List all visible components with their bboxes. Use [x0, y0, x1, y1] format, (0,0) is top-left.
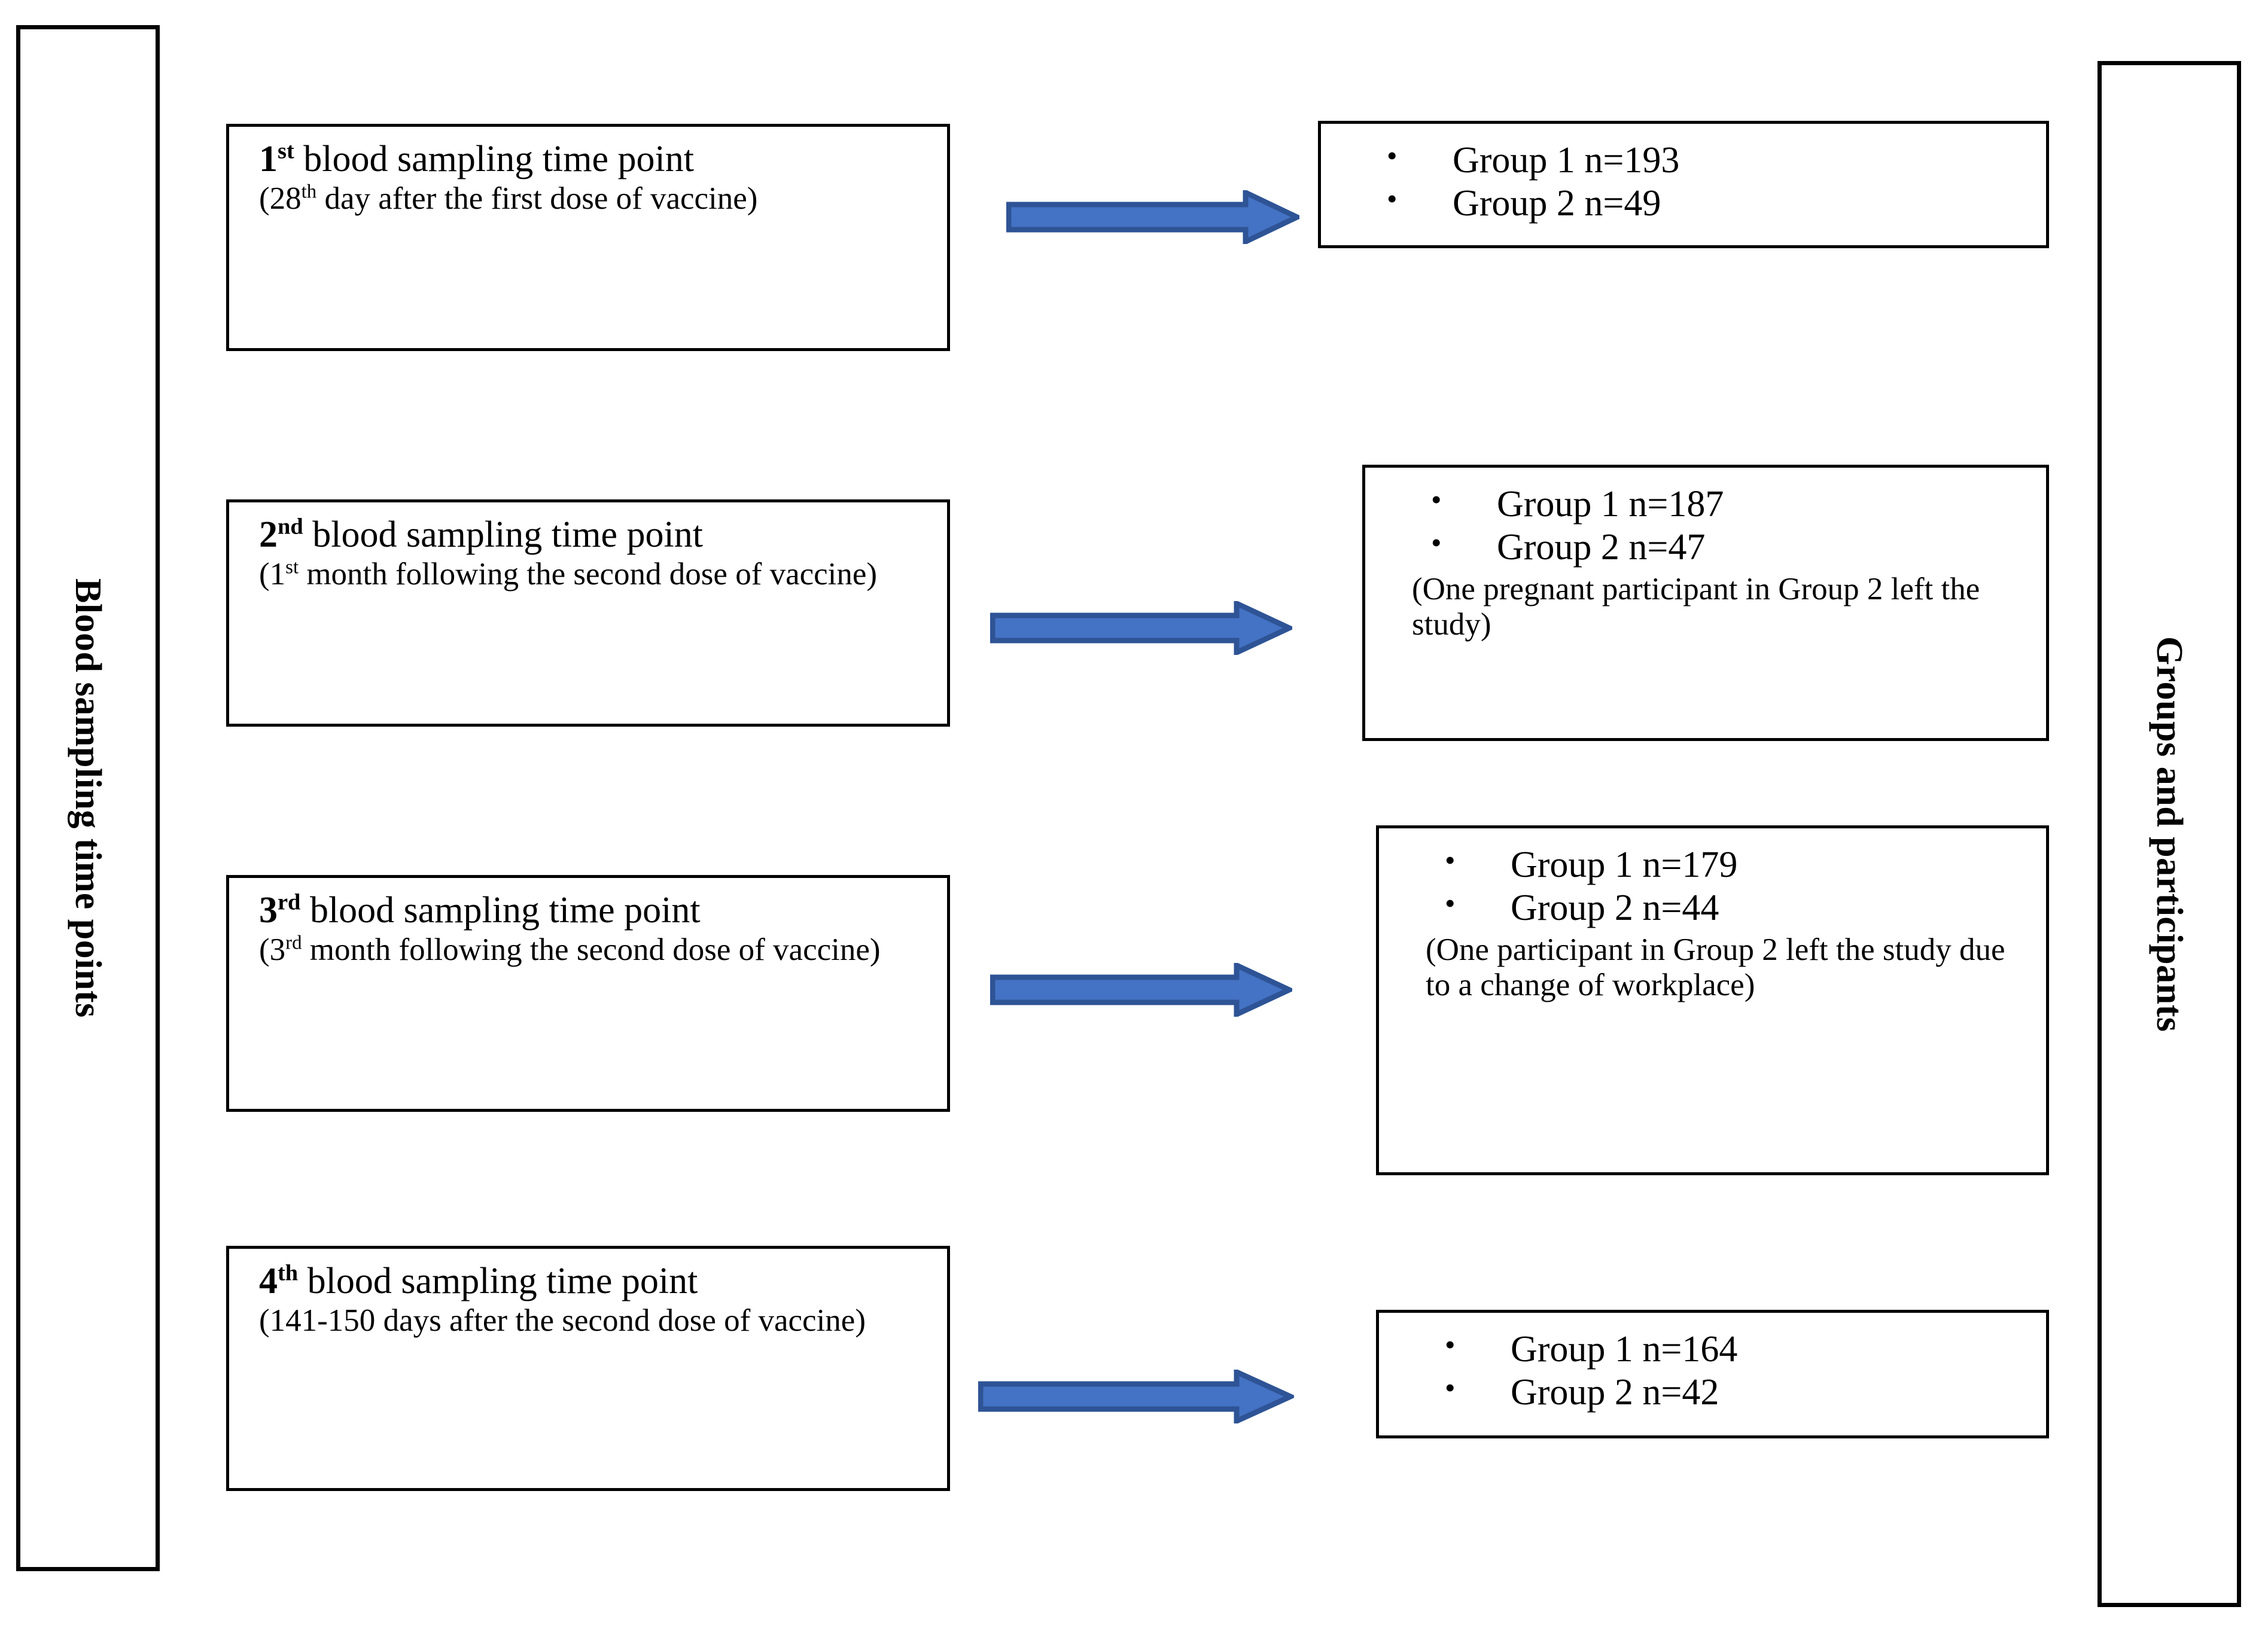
timepoint-title-rest-1: blood sampling time point [294, 139, 694, 179]
list-item: Group 1 n=164 [1391, 1327, 2034, 1371]
flow-arrow-3 [990, 963, 1292, 1017]
list-item: Group 2 n=49 [1333, 181, 2034, 225]
participants-list-1: Group 1 n=193 Group 2 n=49 [1333, 138, 2034, 225]
participants-box-2: Group 1 n=187 Group 2 n=47 (One pregnant… [1362, 465, 2049, 741]
side-label-left-text: Blood sampling time points [68, 578, 108, 1018]
right-block-arrow-icon [978, 1370, 1294, 1423]
timepoint-title-4: 4th blood sampling time point [259, 1260, 931, 1301]
timepoint-ordinal-suffix-4: th [278, 1260, 299, 1286]
participants-note-2: (One pregnant participant in Group 2 lef… [1412, 571, 1980, 642]
flow-arrow-4 [978, 1370, 1294, 1423]
timepoint-title-rest-2: blood sampling time point [303, 514, 703, 555]
timepoint-subtitle-2: (1st month following the second dose of … [259, 556, 878, 592]
timepoint-box-3: 3rd blood sampling time point (3rd month… [226, 875, 950, 1112]
participants-list-3: Group 1 n=179 Group 2 n=44 [1391, 843, 2034, 930]
list-item: Group 1 n=179 [1391, 843, 2034, 887]
timepoint-title-rest-4: blood sampling time point [298, 1261, 698, 1301]
list-item: Group 2 n=42 [1391, 1370, 2034, 1414]
timepoint-title-1: 1st blood sampling time point [259, 138, 931, 179]
timepoint-title-2: 2nd blood sampling time point [259, 514, 931, 555]
timepoint-box-1: 1st blood sampling time point (28th day … [226, 124, 950, 351]
timepoint-ordinal-suffix-3: rd [278, 889, 301, 915]
timepoint-ordinal-2: 2nd [259, 514, 303, 555]
list-item: Group 2 n=44 [1391, 886, 2034, 930]
participants-box-1: Group 1 n=193 Group 2 n=49 [1318, 121, 2049, 248]
timepoint-subtitle-1: (28th day after the first dose of vaccin… [259, 181, 758, 217]
side-label-blood-sampling-time-points: Blood sampling time points [16, 25, 160, 1571]
participants-box-4: Group 1 n=164 Group 2 n=42 [1376, 1310, 2049, 1438]
list-item: Group 2 n=47 [1377, 525, 2034, 569]
list-item: Group 1 n=193 [1333, 138, 2034, 182]
timepoint-ordinal-3: 3rd [259, 889, 301, 931]
timepoint-subtitle-3: (3rd month following the second dose of … [259, 932, 881, 968]
timepoint-title-rest-3: blood sampling time point [300, 890, 701, 931]
right-block-arrow-icon [990, 963, 1292, 1017]
right-block-arrow-icon [990, 601, 1292, 655]
timepoint-title-3: 3rd blood sampling time point [259, 891, 931, 929]
right-block-arrow-icon [1006, 190, 1299, 244]
participants-list-4: Group 1 n=164 Group 2 n=42 [1391, 1327, 2034, 1414]
flow-arrow-2 [990, 601, 1292, 655]
timepoint-ordinal-suffix-1: st [278, 138, 294, 164]
participants-note-3: (One participant in Group 2 left the stu… [1426, 932, 2005, 1003]
timepoint-ordinal-4: 4th [259, 1260, 299, 1301]
timepoint-ordinal-1: 1st [259, 138, 294, 179]
participants-box-3: Group 1 n=179 Group 2 n=44 (One particip… [1376, 825, 2049, 1175]
side-label-groups-and-participants: Groups and participants [2097, 61, 2241, 1607]
list-item: Group 1 n=187 [1377, 482, 2034, 526]
flow-arrow-1 [1006, 190, 1299, 244]
participants-list-2: Group 1 n=187 Group 2 n=47 [1377, 482, 2034, 569]
timepoint-box-2: 2nd blood sampling time point (1st month… [226, 499, 950, 727]
timepoint-box-4: 4th blood sampling time point (141-150 d… [226, 1246, 950, 1491]
timepoint-ordinal-suffix-2: nd [278, 514, 303, 539]
timepoint-subtitle-4: (141-150 days after the second dose of v… [259, 1303, 866, 1339]
side-label-right-text: Groups and participants [2149, 636, 2190, 1032]
